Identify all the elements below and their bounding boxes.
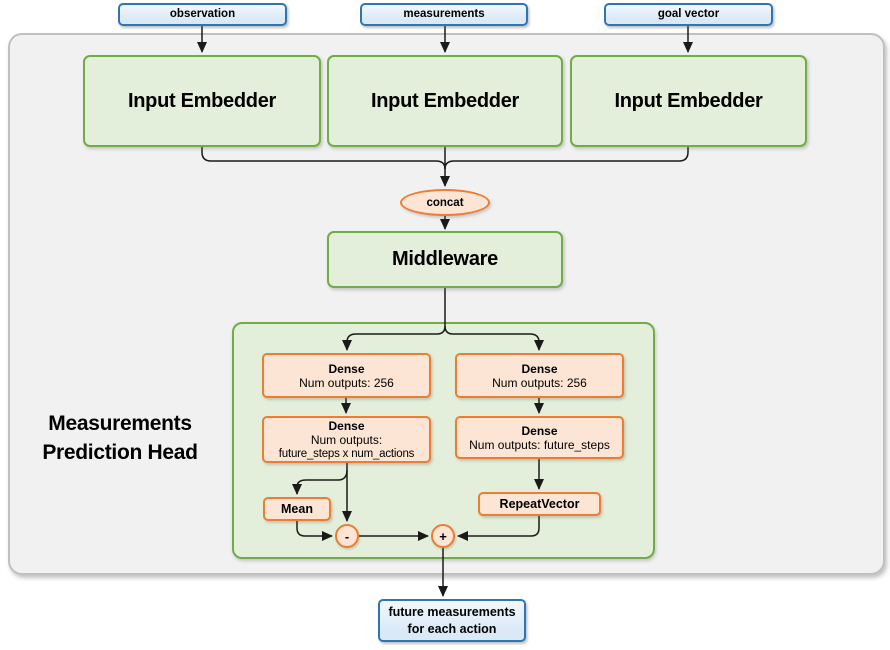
input-embedder-2-label: Input Embedder xyxy=(370,89,520,112)
dense-right-bottom-box: Dense Num outputs: future_steps xyxy=(455,416,624,459)
prediction-head-title-line1: Measurements xyxy=(48,412,192,435)
dense-left-top-box: Dense Num outputs: 256 xyxy=(262,353,431,398)
dense-right-top-box: Dense Num outputs: 256 xyxy=(455,353,624,398)
input-box-observation: observation xyxy=(118,3,287,26)
dense-right-top-title: Dense xyxy=(521,361,558,376)
concat-ellipse: concat xyxy=(400,189,490,216)
dense-left-bottom-outputs-2: future_steps x num_actions xyxy=(278,447,415,460)
repeat-vector-label: RepeatVector xyxy=(499,497,580,511)
plus-circle: + xyxy=(431,524,455,548)
dense-right-top-outputs: Num outputs: 256 xyxy=(492,375,587,390)
output-label-line1: future measurements xyxy=(388,604,516,619)
repeat-vector-box: RepeatVector xyxy=(478,492,601,516)
measurements-label: measurements xyxy=(403,8,485,20)
output-label-line2: for each action xyxy=(407,621,497,636)
plus-icon: + xyxy=(439,528,447,544)
mean-label: Mean xyxy=(281,502,313,516)
input-box-measurements: measurements xyxy=(360,3,528,26)
input-embedder-2: Input Embedder xyxy=(327,55,563,147)
middleware-box: Middleware xyxy=(327,231,563,288)
input-embedder-1-label: Input Embedder xyxy=(127,89,277,112)
middleware-label: Middleware xyxy=(392,248,498,270)
dense-left-top-outputs: Num outputs: 256 xyxy=(299,375,394,390)
input-embedder-1: Input Embedder xyxy=(83,55,321,147)
minus-icon: - xyxy=(344,528,350,544)
output-box: future measurements for each action xyxy=(378,599,526,642)
goal-vector-label: goal vector xyxy=(657,8,720,20)
observation-label: observation xyxy=(169,8,236,20)
prediction-head-title: Measurements Prediction Head xyxy=(8,409,232,467)
input-box-goal-vector: goal vector xyxy=(604,3,773,26)
dense-right-bottom-title: Dense xyxy=(521,423,558,438)
dense-left-bottom-title: Dense xyxy=(328,418,365,433)
input-embedder-3: Input Embedder xyxy=(570,55,807,147)
prediction-head-title-line2: Prediction Head xyxy=(42,441,198,464)
mean-box: Mean xyxy=(263,497,331,521)
dense-left-top-title: Dense xyxy=(328,361,365,376)
concat-label: concat xyxy=(426,196,464,209)
dense-right-bottom-outputs: Num outputs: future_steps xyxy=(469,437,610,452)
dense-left-bottom-outputs: Num outputs: xyxy=(310,432,383,447)
dense-left-bottom-box: Dense Num outputs: future_steps x num_ac… xyxy=(262,416,431,463)
minus-circle: - xyxy=(335,524,359,548)
input-embedder-3-label: Input Embedder xyxy=(614,89,763,112)
